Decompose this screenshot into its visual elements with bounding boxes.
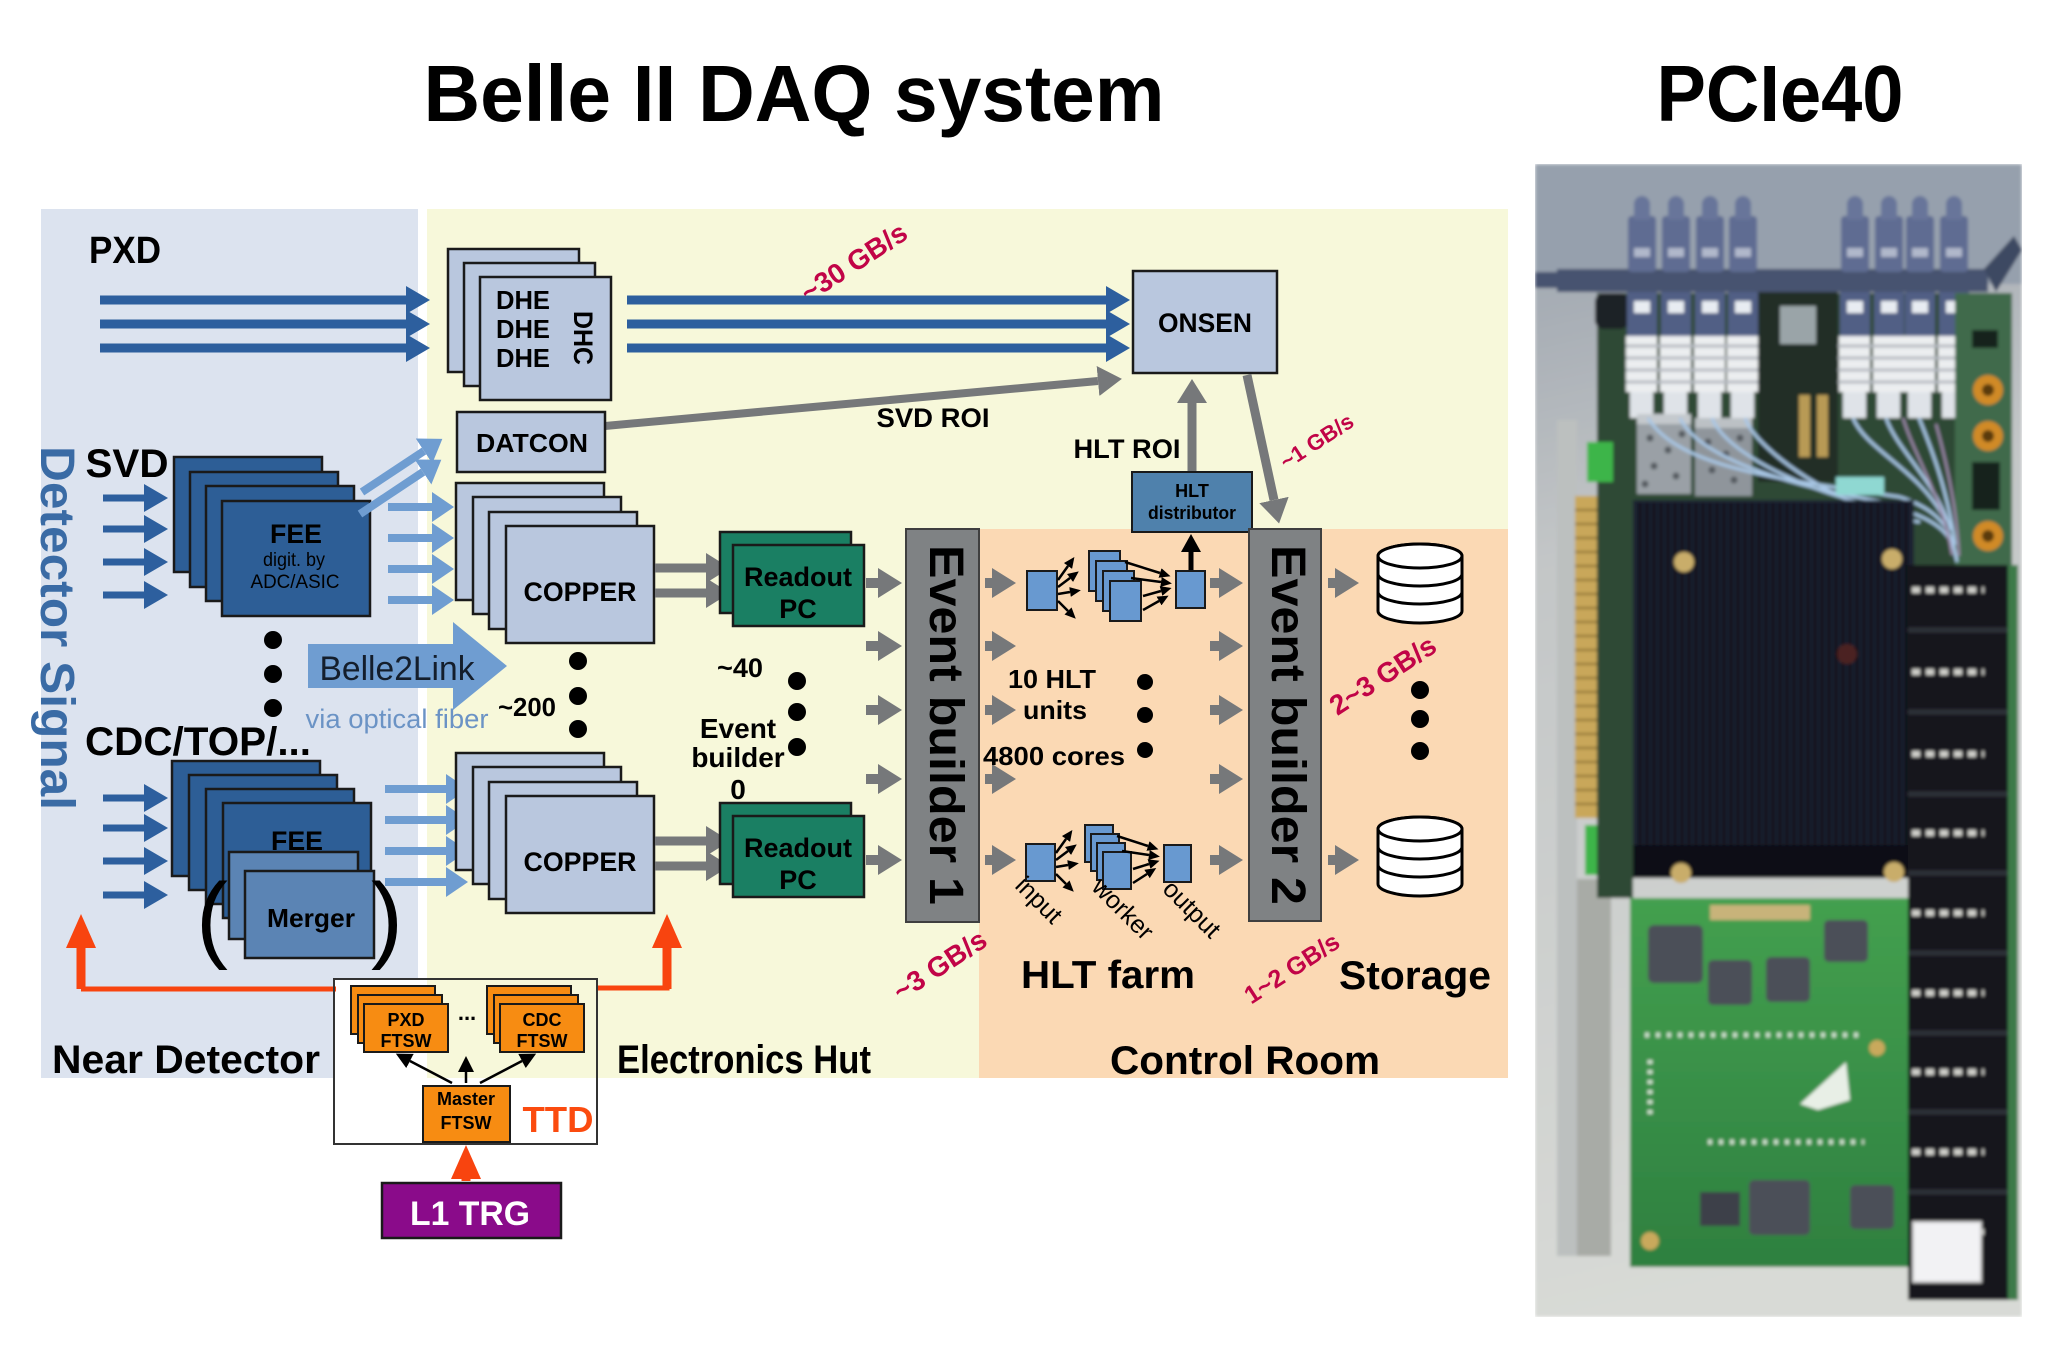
svg-text:SVD ROI: SVD ROI [877,403,990,433]
svg-text:DHE: DHE [496,314,550,344]
svg-text:TTD: TTD [523,1099,594,1140]
svg-text:Belle II DAQ system: Belle II DAQ system [424,49,1165,138]
svg-text:PCIe40: PCIe40 [1657,49,1904,138]
svg-text:digit. by: digit. by [263,550,325,571]
svg-text:...: ... [458,1000,476,1025]
svg-text:Near Detector: Near Detector [52,1038,320,1082]
svg-text:Belle2Link: Belle2Link [320,650,476,688]
svg-text:DHE: DHE [496,285,550,315]
svg-text:Electronics Hut: Electronics Hut [617,1038,871,1082]
svg-text:builder: builder [691,742,784,773]
svg-text:Event builder 2: Event builder 2 [1261,545,1314,905]
svg-text:HLT farm: HLT farm [1021,954,1195,997]
svg-text:distributor: distributor [1148,503,1236,523]
svg-text:FEE: FEE [270,519,322,549]
svg-text:SVD: SVD [86,442,169,486]
svg-text:~200: ~200 [498,692,556,722]
svg-text:units: units [1023,695,1087,725]
svg-text:0: 0 [730,774,746,805]
svg-text:Storage: Storage [1339,954,1491,998]
svg-text:Detector Signal: Detector Signal [30,446,83,810]
svg-text:COPPER: COPPER [524,577,637,607]
svg-text:HLT ROI: HLT ROI [1074,434,1181,464]
svg-text:CDC: CDC [523,1010,562,1030]
svg-text:Event builder 1: Event builder 1 [919,545,972,905]
svg-text:PC: PC [779,594,817,624]
svg-text:HLT: HLT [1175,481,1209,501]
svg-text:CDC/TOP/...: CDC/TOP/... [85,720,311,764]
svg-text:DHC: DHC [568,311,598,365]
svg-text:PC: PC [779,865,817,895]
svg-text:DHE: DHE [496,343,550,373]
svg-text:4800 cores: 4800 cores [983,741,1125,771]
svg-text:Control Room: Control Room [1110,1039,1380,1083]
svg-text:10 HLT: 10 HLT [1008,664,1096,694]
svg-text:Event: Event [700,713,776,744]
svg-text:PXD: PXD [89,230,161,272]
svg-text:Master: Master [437,1089,495,1109]
svg-text:FTSW: FTSW [441,1113,492,1133]
svg-text:(: ( [196,864,228,971]
svg-text:FTSW: FTSW [381,1031,432,1051]
svg-text:Readout: Readout [744,833,852,863]
svg-text:ADC/ASIC: ADC/ASIC [251,572,340,593]
svg-text:Merger: Merger [267,903,355,933]
svg-text:PXD: PXD [387,1010,424,1030]
svg-text:DATCON: DATCON [476,428,588,458]
svg-text:FTSW: FTSW [517,1031,568,1051]
svg-text:COPPER: COPPER [524,847,637,877]
svg-text:Readout: Readout [744,562,852,592]
svg-text:ONSEN: ONSEN [1158,308,1252,338]
svg-text:L1 TRG: L1 TRG [410,1195,530,1233]
svg-text:~40: ~40 [717,653,763,683]
svg-text:via optical fiber: via optical fiber [306,704,489,734]
